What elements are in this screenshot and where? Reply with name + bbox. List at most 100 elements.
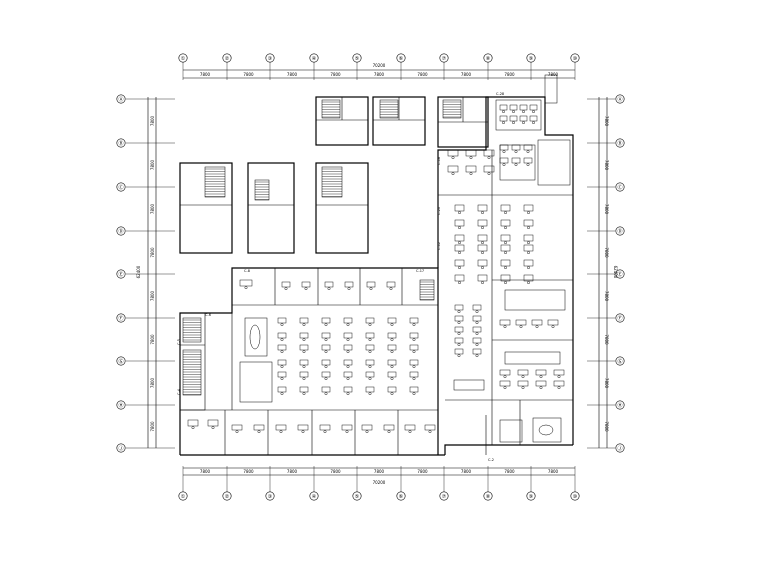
office-chair (323, 430, 327, 434)
workstation-clusters (187, 104, 565, 434)
office-chair (475, 332, 479, 336)
office-chair (503, 375, 507, 379)
axis-label: ⑧ (486, 56, 491, 62)
workstation-desk (321, 344, 331, 351)
workstation-desk (454, 219, 465, 227)
workstation-desk (523, 144, 533, 151)
axis-bubble (116, 94, 126, 104)
axis-label: ⑤ (355, 56, 359, 62)
axis-label: ① (181, 56, 186, 62)
workstation-desk (529, 115, 538, 122)
office-chair (502, 121, 505, 125)
workstation-desk (477, 244, 488, 252)
axis-bubble (615, 443, 625, 453)
workstation-desk (321, 317, 331, 324)
workstation-desk (523, 274, 534, 282)
office-chair (521, 375, 525, 379)
workstation-desk (517, 380, 529, 387)
office-chair (539, 386, 543, 390)
workstation-desk (454, 259, 465, 267)
axis-label: Ⓑ (617, 140, 622, 147)
workstation-desk (454, 274, 465, 282)
workstation-desk (366, 281, 376, 288)
workstation-desk (553, 380, 565, 387)
dimension-text: 7800 (243, 469, 254, 474)
axis-label: ② (225, 494, 230, 500)
office-chair (304, 287, 308, 291)
office-chair (503, 386, 507, 390)
workstation-desk (477, 204, 488, 212)
dimension-text: 7800 (374, 72, 385, 77)
workstation-desk (343, 332, 353, 339)
workstation-desk (343, 386, 353, 393)
dimension-text: 7800 (150, 334, 155, 345)
axis-label: ⑩ (573, 56, 578, 62)
office-chair (475, 343, 479, 347)
office-chair (475, 321, 479, 325)
workstation-desk (299, 344, 309, 351)
axis-label: ⑨ (529, 56, 533, 62)
office-chair (389, 287, 393, 291)
office-chair (519, 325, 523, 329)
workstation-desk (499, 380, 511, 387)
office-chair (347, 287, 351, 291)
workstation-desk (409, 344, 419, 351)
office-chair (324, 323, 328, 327)
office-chair (346, 377, 350, 381)
workstation-desk (297, 424, 309, 431)
workstation-desk (477, 234, 488, 242)
workstation-desk (299, 332, 309, 339)
stair-outline (254, 179, 270, 201)
workstation-desk (387, 386, 397, 393)
office-chair (457, 332, 461, 336)
workstation-desk (341, 424, 353, 431)
office-chair (514, 163, 518, 167)
workstation-desk (361, 424, 373, 431)
workstation-desk (472, 348, 482, 355)
workstation-desk (454, 326, 464, 333)
dimension-text: 7800 (287, 469, 298, 474)
workstation-desk (517, 369, 529, 376)
axis-bubble (116, 443, 126, 453)
office-chair (390, 338, 394, 342)
office-chair (469, 156, 473, 160)
right-total-dimension: 62400 (613, 266, 618, 279)
workstation-desk (277, 359, 287, 366)
office-chair (324, 392, 328, 396)
stair-outline (419, 279, 435, 301)
workstation-desk (321, 332, 331, 339)
office-chair (302, 338, 306, 342)
axis-label: Ⓕ (617, 315, 622, 322)
office-chair (390, 365, 394, 369)
axis-label: Ⓐ (617, 96, 622, 103)
axis-label: Ⓔ (617, 271, 622, 278)
axis-bubble (615, 94, 625, 104)
dimension-text: 7800 (150, 377, 155, 388)
workstation-desk (387, 344, 397, 351)
workstation-desk (281, 281, 291, 288)
office-chair (557, 386, 561, 390)
workstation-desk (365, 344, 375, 351)
office-chair (487, 156, 491, 160)
axis-label: ⑩ (573, 494, 578, 500)
office-chair (390, 377, 394, 381)
workstation-desk (454, 234, 465, 242)
dimension-text: 7800 (604, 378, 609, 389)
axis-bubble (615, 138, 625, 148)
dimension-text: 7800 (504, 72, 515, 77)
dimension-text: 7800 (504, 469, 515, 474)
stair-outline (442, 99, 462, 119)
axis-label: ⑥ (399, 56, 404, 62)
office-chair (191, 426, 195, 430)
workstation-desk (324, 281, 334, 288)
stair-outline (321, 166, 343, 198)
workstation-desk (275, 424, 287, 431)
office-chair (428, 430, 432, 434)
office-chair (481, 251, 484, 255)
dimension-text: 7800 (150, 159, 155, 170)
office-chair (502, 163, 506, 167)
workstation-desk (409, 359, 419, 366)
workstation-desk (321, 371, 331, 378)
